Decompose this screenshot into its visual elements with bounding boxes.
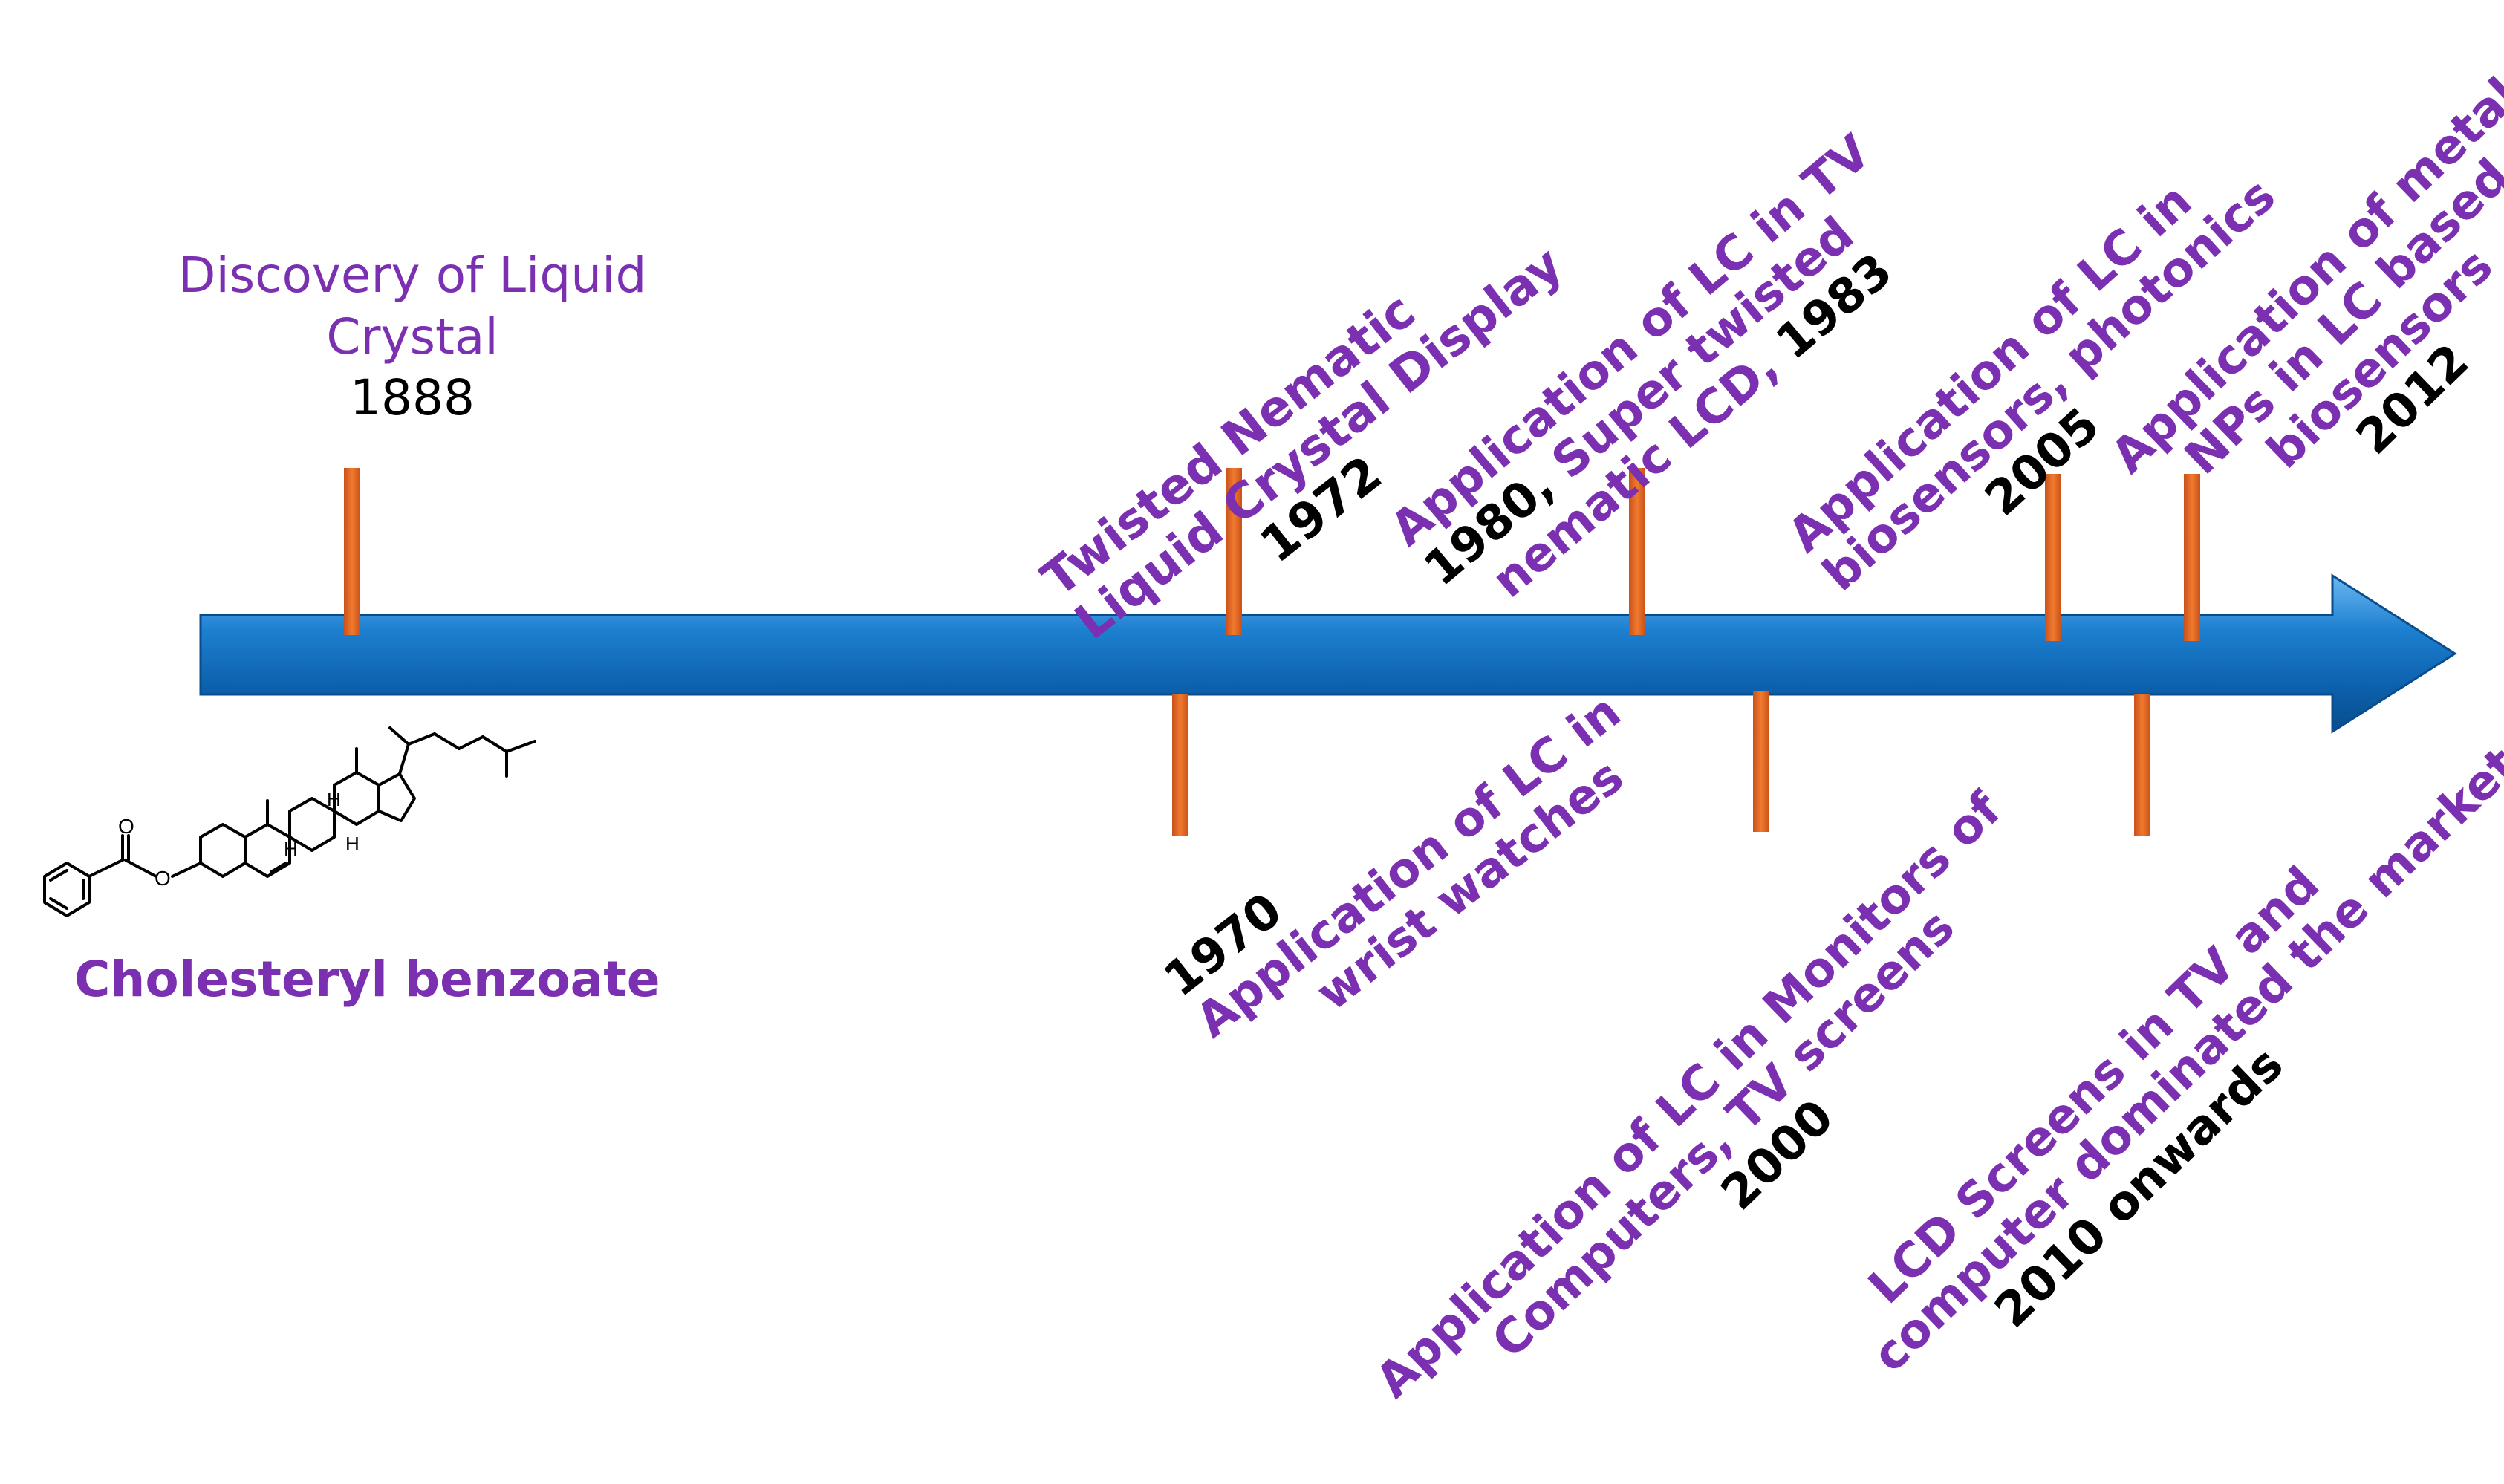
- cholesteryl-benzoate-structure: O O H H H: [43, 726, 536, 917]
- molecule-name: Cholesteryl benzoate: [74, 951, 660, 1008]
- molecule-atom-o2: O: [118, 815, 134, 838]
- tick-2005: [2045, 474, 2061, 641]
- tick-2000: [1753, 691, 1769, 832]
- event-1888: Discovery of Liquid Crystal 1888: [134, 245, 691, 429]
- molecule-atom-o1: O: [155, 867, 171, 890]
- tick-2010: [2134, 694, 2150, 836]
- molecule-atom-h2: H: [327, 788, 341, 810]
- tick-1970: [1172, 694, 1188, 836]
- tick-1983: [1629, 468, 1645, 635]
- event-1888-line2: Crystal: [326, 307, 498, 365]
- timeline-diagram: Discovery of Liquid Crystal 1888: [43, 68, 2504, 1409]
- molecule-atom-h3: H: [345, 833, 360, 855]
- event-1888-year: 1888: [350, 369, 475, 426]
- timeline-arrow: [199, 573, 2457, 734]
- tick-1972: [1226, 468, 1242, 635]
- molecule-atom-h1: H: [284, 838, 298, 860]
- tick-2012: [2184, 474, 2200, 641]
- event-1888-line1: Discovery of Liquid: [178, 247, 647, 304]
- tick-1888: [344, 468, 360, 635]
